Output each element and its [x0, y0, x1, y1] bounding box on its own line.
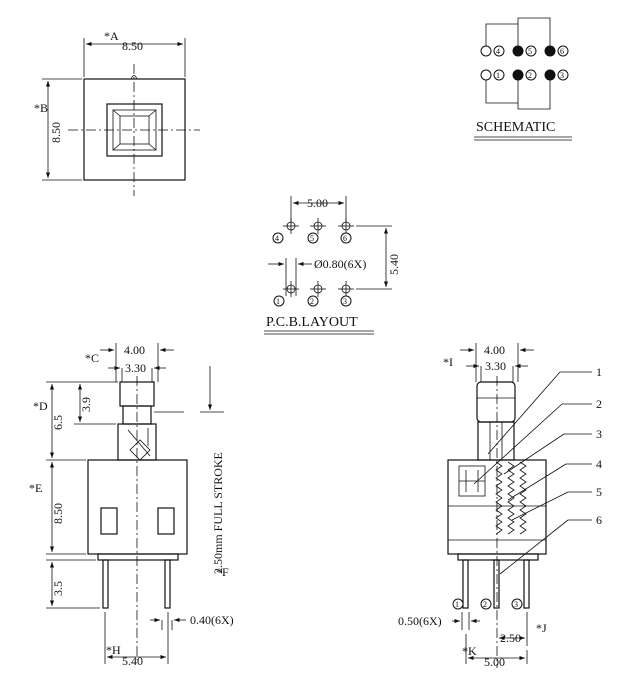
- pcb-pin-2-label: 2: [310, 297, 314, 306]
- front-housing: [87, 459, 188, 555]
- schematic-contact-4: [480, 45, 492, 57]
- pin-thickness-value: 0.50(6X): [398, 614, 442, 628]
- dim-k-label: *K: [462, 644, 477, 658]
- pin-pitch-value: 2.50: [500, 631, 521, 645]
- side-base: [457, 553, 539, 561]
- cap-height-value: 3.9: [79, 397, 93, 412]
- dim-a-value: 8.50: [122, 39, 143, 53]
- dim-c-label: *C: [85, 351, 99, 365]
- dim-b-value: 8.50: [49, 122, 63, 143]
- side-stem: [477, 421, 515, 461]
- pcb-pin-6-marker: [340, 232, 352, 244]
- side-pin-2-marker: [480, 598, 492, 610]
- pcb-pin-2-marker: [307, 295, 319, 307]
- dim-h-label: *H: [106, 643, 121, 657]
- schematic-pin-3-label: 3: [560, 71, 564, 80]
- schematic-title: SCHEMATIC: [476, 120, 555, 135]
- pcb-pitch-value: 5.00: [307, 196, 328, 210]
- pcb-pin-4-marker: [272, 232, 284, 244]
- pcb-pin-4-label: 4: [275, 234, 279, 243]
- side-pin-2-label: 2: [483, 600, 487, 609]
- pcb-layout: 5.00 4 5 6 5.40 Ø0.80(6X) 1 2 3: [264, 196, 401, 335]
- pcb-layout-title: P.C.B.LAYOUT: [266, 315, 358, 330]
- pcb-pin-5-label: 5: [310, 234, 314, 243]
- side-cap: [476, 381, 516, 423]
- pcb-pin-1-marker: [273, 295, 285, 307]
- schematic-pin-1-label: 1: [496, 71, 500, 80]
- side-pin-1-label: 1: [455, 600, 459, 609]
- side-lead-1: [462, 559, 469, 609]
- dim-e-value: 8.50: [51, 503, 65, 524]
- callout-5: 5: [596, 485, 602, 499]
- callout-3: 3: [596, 427, 602, 441]
- side-pin-1-marker: [452, 598, 464, 610]
- dim-j-label: *J: [536, 621, 547, 635]
- front-window-left: [100, 507, 118, 535]
- schematic-contact-1: [480, 69, 492, 81]
- front-lead-right: [164, 559, 171, 609]
- dim-d-value: 6.5: [51, 415, 65, 430]
- pcb-pin-5-marker: [307, 232, 319, 244]
- schematic-pin-4-label: 4: [496, 47, 500, 56]
- front-view: 4.00 3.30 *C *D 6.5 3.9 *E 8.50: [29, 343, 234, 668]
- schematic-marker-4: [493, 45, 505, 57]
- schematic-contact-6: [544, 45, 556, 57]
- side-view: 4.00 3.30 *I 1 2 3 4: [398, 343, 602, 669]
- pcb-pin-1-label: 1: [276, 297, 280, 306]
- schematic-pin-5-label: 5: [528, 47, 532, 56]
- front-stem-latch: [129, 439, 151, 461]
- pcb-pin-3-label: 3: [343, 297, 347, 306]
- schematic-marker-5: [525, 45, 537, 57]
- schematic-marker-1: [493, 69, 505, 81]
- overall-pitch-value: 5.00: [484, 655, 505, 669]
- schematic: 4 5 6 1 2 3 SCHEMATIC: [474, 17, 572, 141]
- side-width-outer: 4.00: [484, 343, 505, 357]
- side-spring: [495, 461, 527, 535]
- front-width-outer: 4.00: [124, 343, 145, 357]
- side-lead-3: [523, 559, 530, 609]
- dim-d-label: *D: [33, 399, 48, 413]
- callout-2: 2: [596, 397, 602, 411]
- callout-1: 1: [596, 365, 602, 379]
- schematic-pin-6-label: 6: [560, 47, 564, 56]
- front-window-right: [157, 507, 175, 535]
- side-lead-2: [493, 559, 500, 609]
- front-base: [97, 553, 179, 561]
- schematic-link-bottom-right: [517, 80, 551, 110]
- side-pin-3-label: 3: [514, 600, 518, 609]
- schematic-link-top-right: [517, 17, 551, 46]
- schematic-link-bottom-left: [485, 80, 519, 104]
- schematic-link-top-left: [485, 23, 519, 46]
- schematic-marker-2: [525, 69, 537, 81]
- full-stroke-text: 2.50mm FULL STROKE: [211, 452, 225, 574]
- callout-4: 4: [596, 457, 602, 471]
- lead-length-value: 3.5: [51, 581, 65, 596]
- pcb-row-spacing-value: 5.40: [387, 254, 401, 275]
- front-width-inner: 3.30: [125, 361, 146, 375]
- schematic-contact-5: [512, 45, 524, 57]
- dim-a-label: *A: [104, 29, 119, 43]
- front-lead-left: [102, 559, 109, 609]
- schematic-contact-2: [512, 69, 524, 81]
- side-pin-3-marker: [511, 598, 523, 610]
- callout-6: 6: [596, 513, 602, 527]
- top-view: *A 8.50 *B 8.50: [34, 29, 200, 196]
- top-view-orientation-mark: [130, 75, 138, 80]
- top-view-housing: [83, 78, 186, 181]
- schematic-marker-6: [557, 45, 569, 57]
- pin-width-value: 0.40(6X): [190, 613, 234, 627]
- dim-f-label: *F: [216, 565, 229, 579]
- pcb-hole-diameter: Ø0.80(6X): [314, 257, 366, 271]
- dim-b-label: *B: [34, 101, 48, 115]
- pcb-pin-3-marker: [340, 295, 352, 307]
- schematic-marker-3: [557, 69, 569, 81]
- dim-i-label: *I: [443, 355, 453, 369]
- schematic-pin-2-label: 2: [528, 71, 532, 80]
- pin-spacing-value: 5.40: [122, 654, 143, 668]
- side-width-inner: 3.30: [485, 359, 506, 373]
- dim-e-label: *E: [29, 481, 42, 495]
- schematic-contact-3: [544, 69, 556, 81]
- pcb-pin-6-label: 6: [343, 234, 347, 243]
